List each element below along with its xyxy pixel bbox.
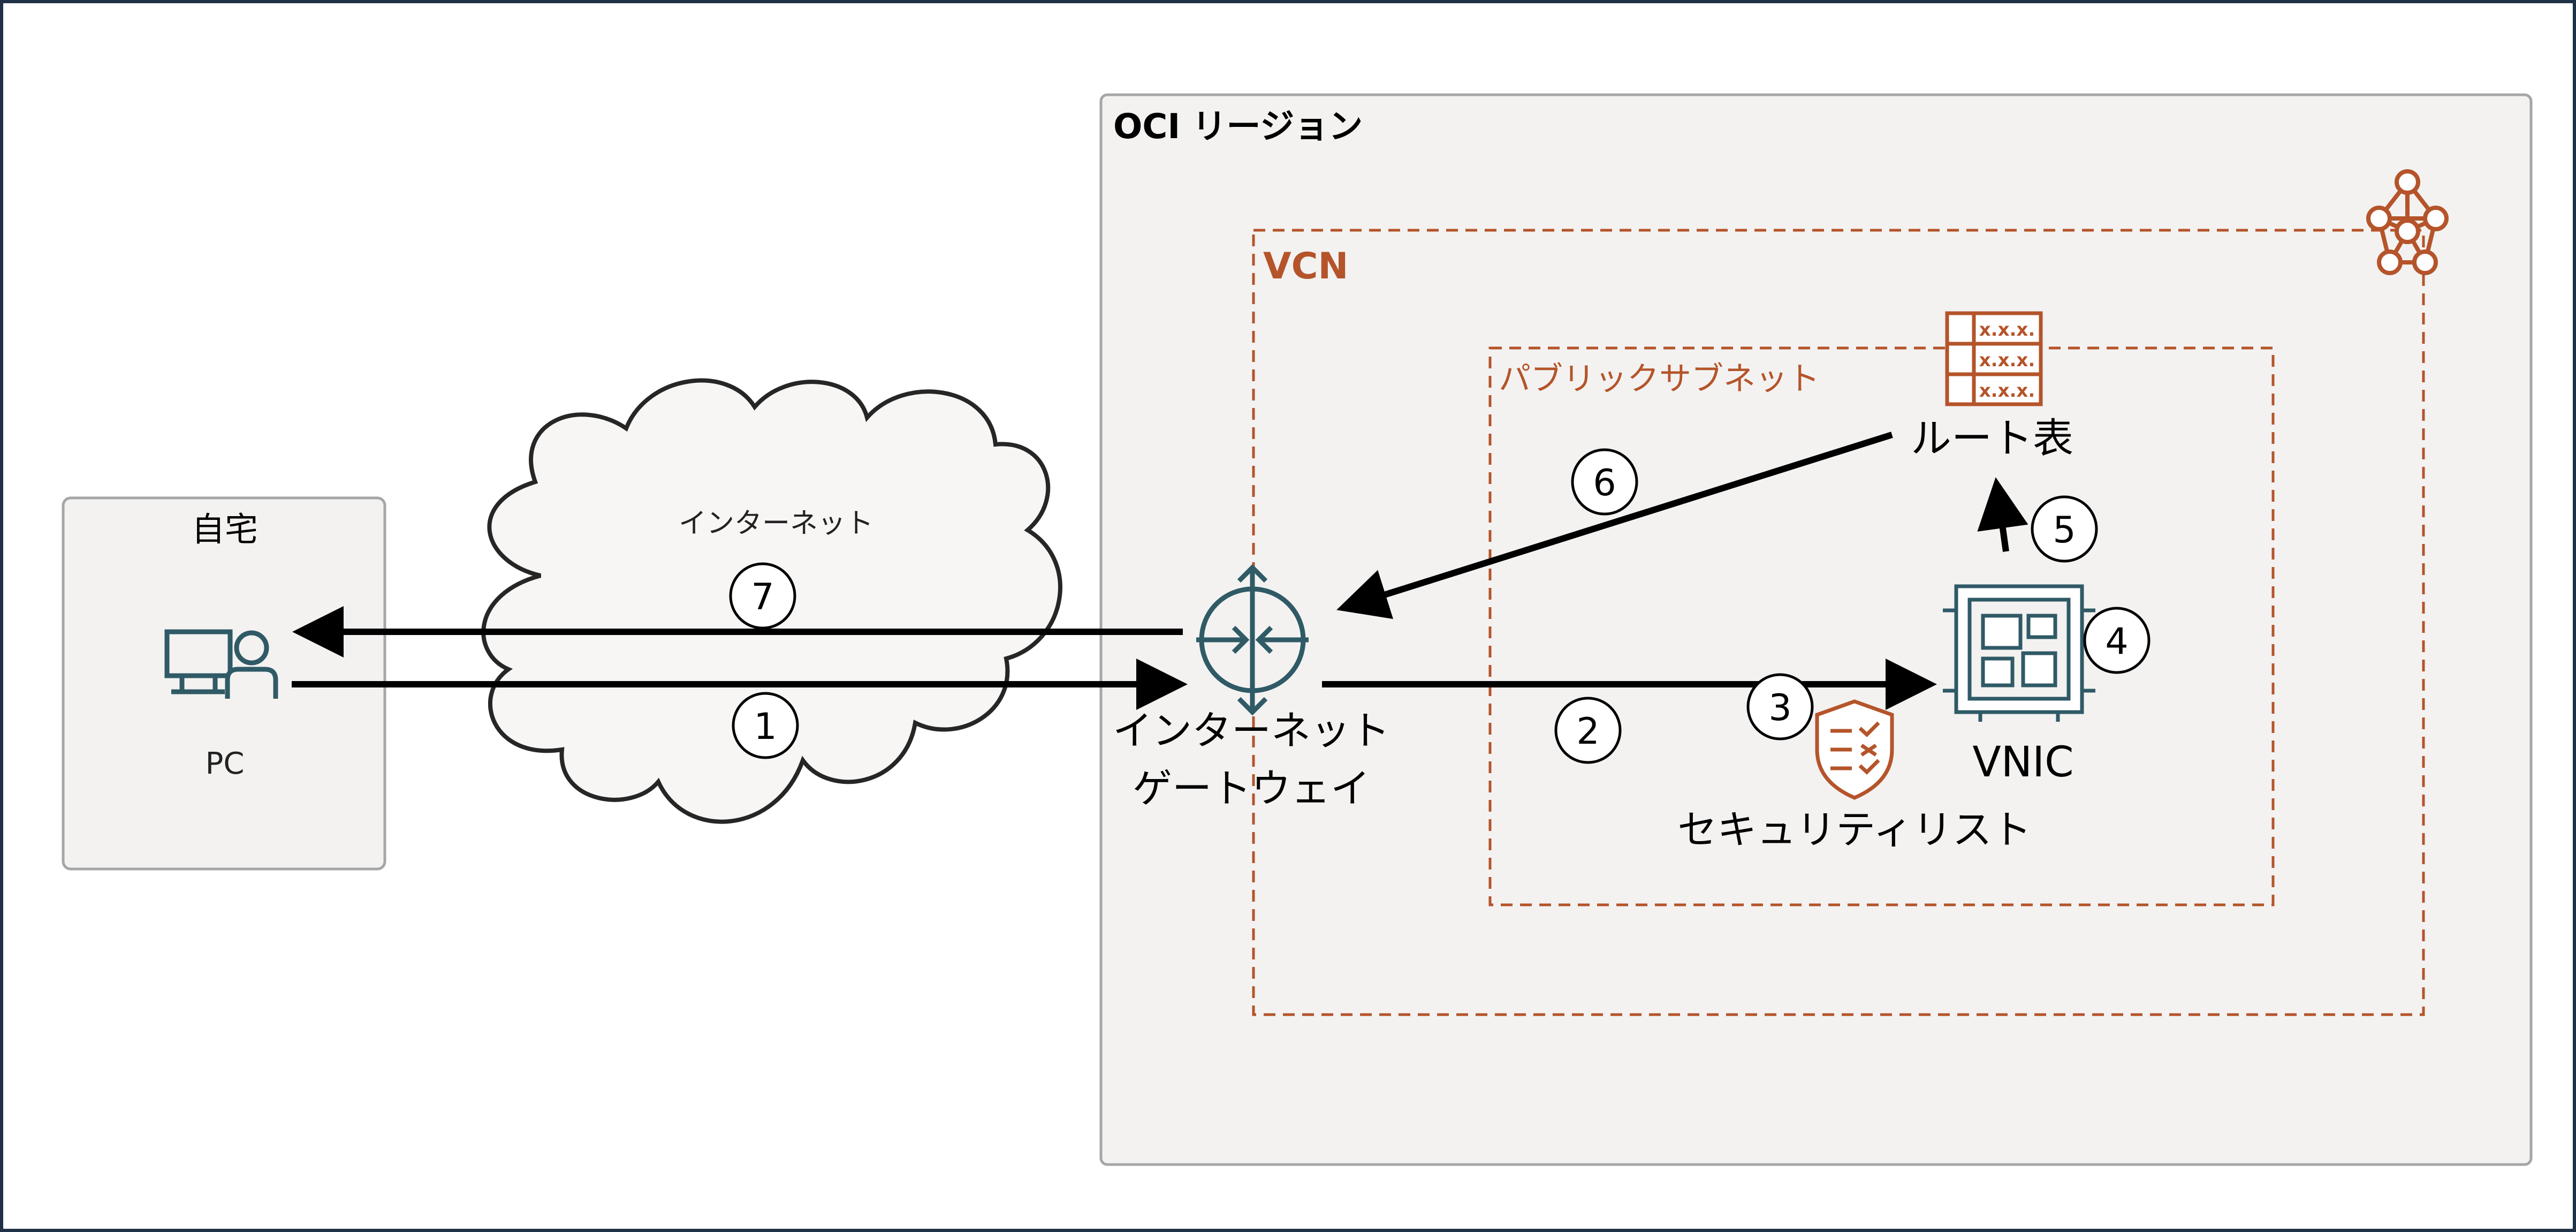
subnet-title: パブリックサブネット (1499, 360, 1820, 398)
gateway-label-line2: ゲートウェイ (1133, 766, 1370, 812)
step-marker-5 (2031, 495, 2098, 563)
route-row-1: x.x.x. (1979, 319, 2035, 341)
step-marker-6 (1571, 448, 1638, 516)
step-number-7: 7 (751, 576, 774, 618)
vcn-network-icon (2366, 169, 2449, 275)
step-number-5: 5 (2053, 509, 2076, 551)
security-shield-icon (1815, 699, 1894, 800)
pc-label: PC (206, 746, 245, 781)
step-marker-1 (732, 692, 799, 759)
arrow-step-5 (1977, 477, 2028, 552)
step-number-1: 1 (754, 706, 777, 748)
internet-gateway-icon (1196, 564, 1309, 716)
route-row-2: x.x.x. (1979, 350, 2035, 371)
step-numbers: 1 2 3 4 5 6 7 (751, 462, 2128, 753)
step-markers (729, 448, 2151, 764)
route-table-icon: x.x.x. x.x.x. x.x.x. (1945, 311, 2043, 406)
step-number-2: 2 (1576, 711, 1599, 753)
public-subnet-box (1488, 346, 2275, 906)
vnic-icon (1943, 584, 2095, 722)
step-marker-4 (2083, 607, 2151, 674)
vnic-label: VNIC (1972, 738, 2073, 787)
gateway-label-line1: インターネット (1113, 708, 1390, 754)
home-title: 自宅 (192, 510, 258, 549)
internet-label: インターネット (679, 508, 873, 540)
step-marker-3 (1746, 673, 1814, 740)
step-number-4: 4 (2105, 621, 2128, 663)
flow-arrows (292, 432, 2028, 710)
vcn-title: VCN (1263, 245, 1348, 288)
step-number-6: 6 (1593, 462, 1616, 504)
step-marker-2 (1554, 697, 1622, 764)
step-marker-7 (729, 562, 796, 630)
route-row-3: x.x.x. (1979, 380, 2035, 402)
arrow-step-6 (1336, 432, 1893, 619)
route-table-label: ルート表 (1911, 414, 2073, 462)
region-title: OCI リージョン (1113, 107, 1363, 147)
security-list-label: セキュリティリスト (1677, 807, 2032, 853)
pc-icon (164, 629, 278, 699)
step-number-3: 3 (1768, 687, 1791, 729)
